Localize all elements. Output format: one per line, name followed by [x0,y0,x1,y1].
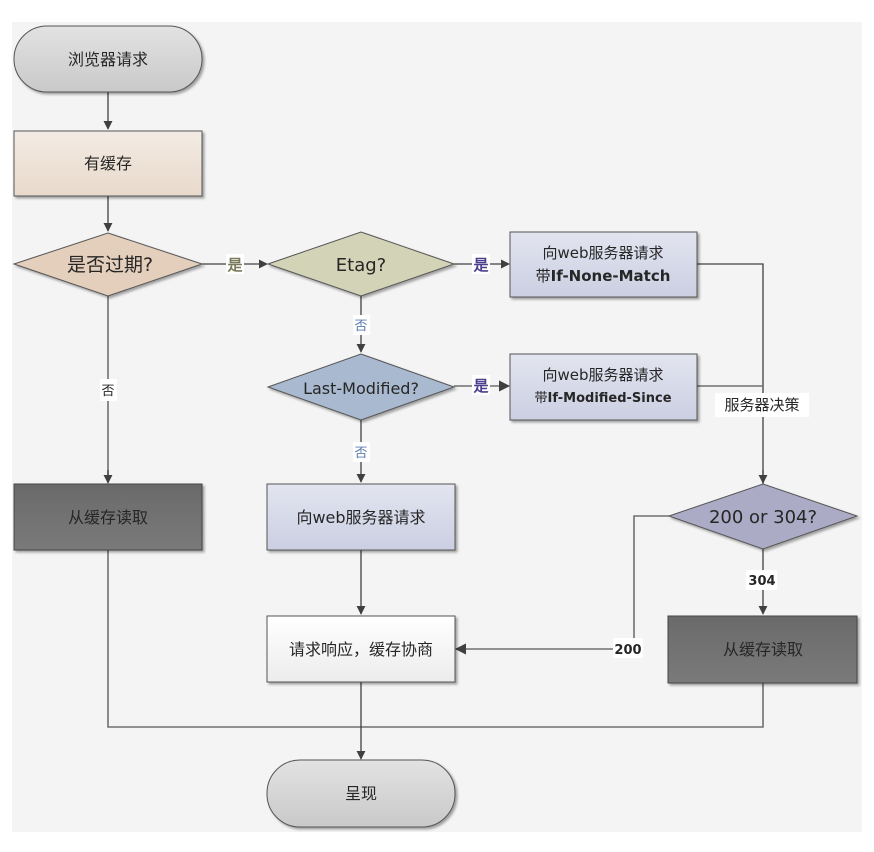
edge-label-etag-no: 否 [353,315,370,335]
edge-label-server-decision: 服务器决策 [715,393,809,417]
node-render: 呈现 [266,759,456,828]
node-label-line1: 向web服务器请求 [542,366,663,384]
node-request-if-none-match: 向web服务器请求 带If-None-Match [509,231,698,298]
edge-label-expired-no: 否 [100,379,117,401]
edge-label-200: 200 [613,638,643,658]
node-read-from-cache-left: 从缓存读取 [13,483,203,551]
edge-label-text: 是 [472,256,489,274]
edge-label-text: 否 [354,319,367,334]
node-expired-decision: 是否过期? [12,232,204,297]
node-label: 200 or 304? [709,507,817,528]
node-label: 从缓存读取 [68,508,148,527]
node-label: 有缓存 [84,154,132,173]
edge-label-text: 服务器决策 [724,396,799,414]
node-request-web-server: 向web服务器请求 [266,483,456,551]
edge-label-text: 否 [101,384,114,399]
node-status-decision: 200 or 304? [667,483,859,550]
edge-label-etag-yes: 是 [472,254,490,274]
node-label: 是否过期? [67,254,153,276]
edge-label-lm-yes: 是 [472,375,490,395]
node-label: 呈现 [345,784,377,803]
node-label: 从缓存读取 [723,640,803,659]
edge-label-text: 304 [748,574,775,589]
node-request-if-modified-since: 向web服务器请求 带If-Modified-Since [509,353,698,421]
node-label: 向web服务器请求 [296,508,425,527]
node-label-line1: 向web服务器请求 [542,244,663,262]
edge-cache-merge [107,550,764,728]
node-label: 请求响应，缓存协商 [289,640,433,659]
edge-label-text: 200 [614,643,641,658]
edge-label-text: 是 [226,256,243,274]
node-browser-request: 浏览器请求 [13,25,203,93]
edge-label-lm-no: 否 [353,442,370,462]
node-response-negotiation: 请求响应，缓存协商 [266,615,456,683]
node-etag-decision: Etag? [266,231,456,297]
node-read-from-cache-right: 从缓存读取 [667,615,858,684]
node-last-modified-decision: Last-Modified? [266,353,456,421]
edge-200 [454,515,669,655]
connectors [103,92,768,760]
edge-label-text: 否 [354,446,367,461]
node-label-line2: 带If-Modified-Since [534,391,671,406]
node-label: 浏览器请求 [68,50,148,69]
node-label: Last-Modified? [303,379,419,398]
edge-inm-to-decision [697,263,764,498]
node-label-line2: 带If-None-Match [536,267,671,285]
edge-label-expired-yes: 是 [226,254,244,274]
node-label: Etag? [336,255,386,276]
edge-label-text: 是 [472,377,489,395]
edge-label-304: 304 [746,570,777,590]
node-has-cache: 有缓存 [13,130,203,197]
